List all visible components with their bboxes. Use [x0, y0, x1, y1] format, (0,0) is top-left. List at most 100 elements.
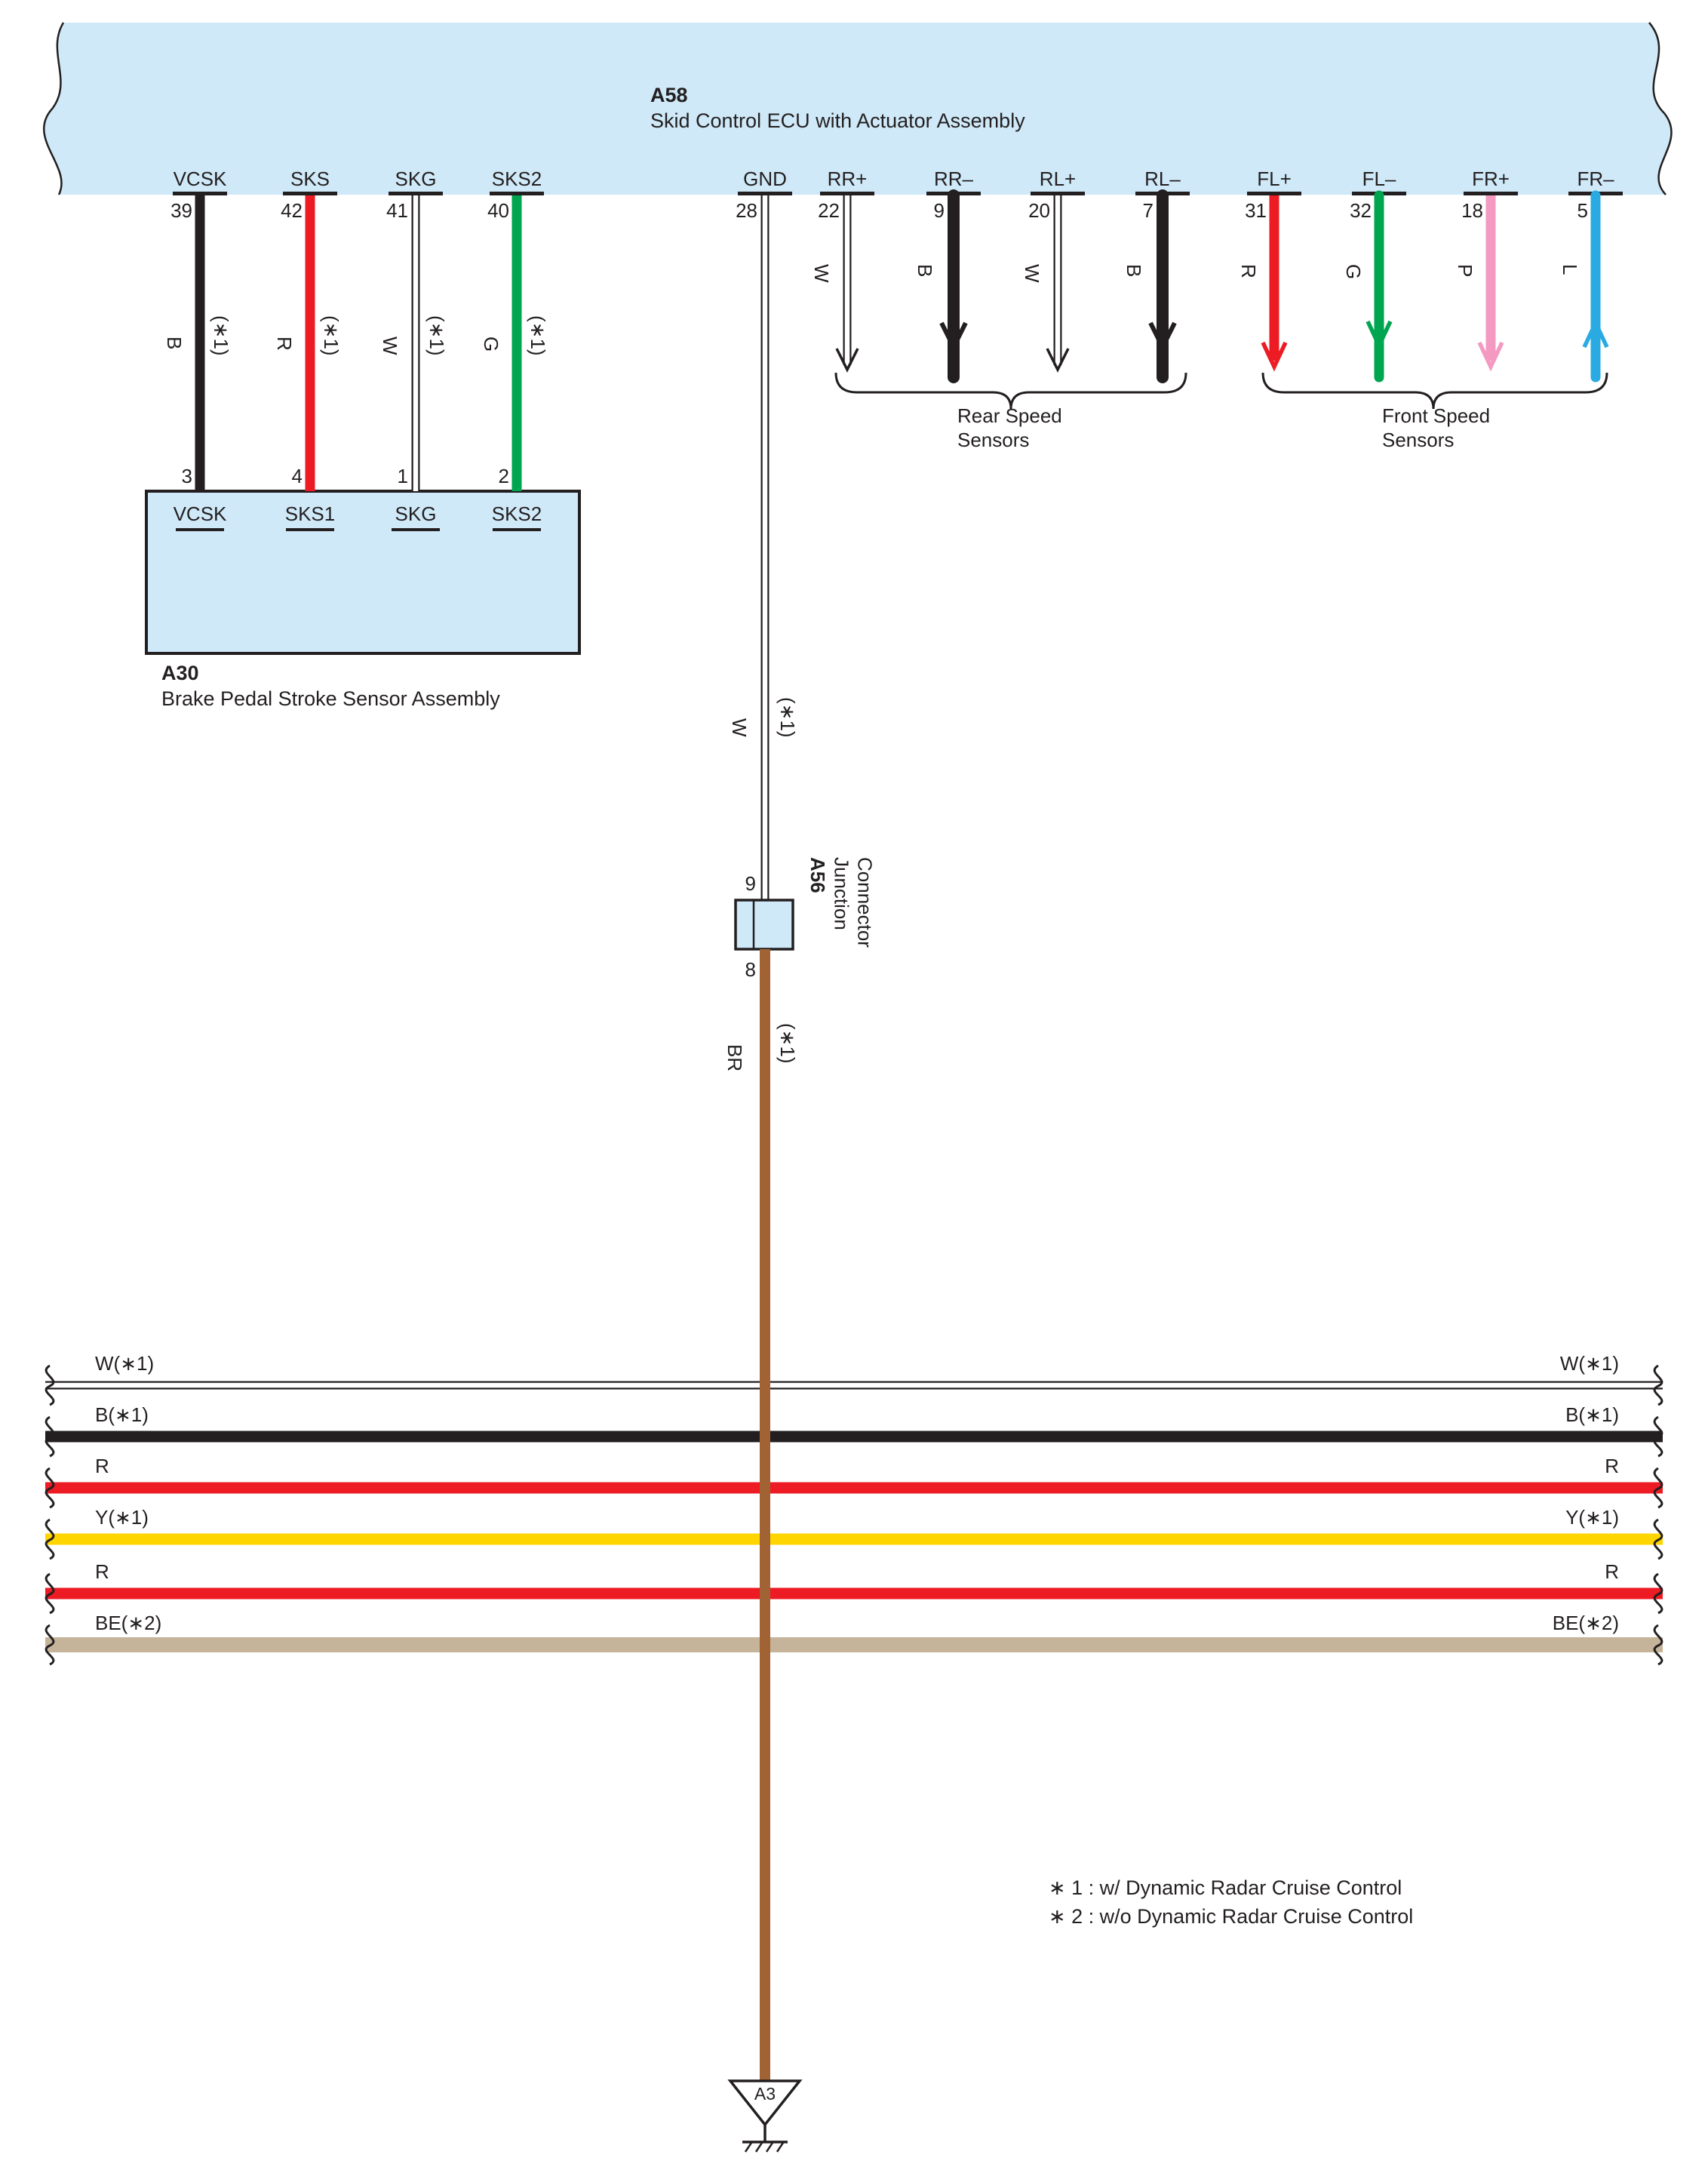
bus-label-left-b: B(∗1)	[95, 1403, 149, 1426]
wire-color-label-fl-plus: R	[1237, 264, 1261, 278]
a30-pin-number-vcsk: 3	[181, 465, 192, 487]
ecu-terminal-sks2	[490, 192, 544, 195]
wire-note-br: (∗1)	[776, 1023, 800, 1064]
ecu-pin-label-skg: SKG	[395, 167, 437, 190]
ecu-pin-number-fr-plus: 18	[1461, 199, 1483, 222]
wire-color-label-br: BR	[723, 1044, 747, 1072]
ecu-pin-label-rr-plus: RR+	[827, 167, 868, 190]
junction-connector-name-line2: Connector	[853, 857, 877, 948]
front-speed-sensors-label-line2: Sensors	[1382, 429, 1455, 451]
a30-pin-number-skg: 1	[397, 465, 408, 487]
arrow-fl-plus	[1261, 341, 1288, 372]
ecu-terminal-skg	[389, 192, 443, 195]
bus-label-left-be: BE(∗2)	[95, 1612, 162, 1634]
junction-connector-label: A56 Junction Connector	[806, 857, 877, 948]
ecu-pin-label-fr-minus: FR–	[1577, 167, 1614, 190]
ground-id: A3	[754, 2084, 776, 2104]
a30-block	[145, 490, 581, 655]
bus-label-right-b: B(∗1)	[1565, 1403, 1619, 1426]
wire-color-label-fr-minus: L	[1559, 264, 1582, 275]
ecu-pin-label-sks2: SKS2	[491, 167, 542, 190]
wire-color-label-sks: R	[273, 337, 296, 351]
bus-label-right-be: BE(∗2)	[1552, 1612, 1619, 1634]
bus-label-left-y: Y(∗1)	[95, 1506, 149, 1529]
footnote-2: ∗ 2 : w/o Dynamic Radar Cruise Control	[1049, 1905, 1414, 1928]
ecu-id: A58	[650, 84, 688, 106]
arrow-rr-minus	[939, 321, 968, 352]
wire-color-label-fr-plus: P	[1454, 264, 1477, 278]
wire-color-label-gnd-upper: W	[728, 718, 751, 737]
ecu-pin-label-rl-plus: RL+	[1039, 167, 1077, 190]
a30-terminal-sks2	[493, 528, 541, 531]
arrow-fl-minus	[1365, 320, 1393, 351]
ecu-pin-number-sks2: 40	[487, 199, 509, 222]
ecu-pin-number-rl-plus: 20	[1028, 199, 1050, 222]
wire-color-label-vcsk: B	[163, 337, 186, 350]
bus-label-left-w: W(∗1)	[95, 1352, 155, 1375]
a30-pin-number-sks1: 4	[291, 465, 303, 487]
wire-color-label-sks2: G	[480, 337, 503, 352]
a30-pin-label-sks2: SKS2	[491, 502, 542, 525]
ecu-pin-label-vcsk: VCSK	[173, 167, 227, 190]
wire-note-gnd-upper: (∗1)	[776, 697, 800, 738]
a30-id: A30	[161, 662, 199, 684]
ecu-pin-number-skg: 41	[386, 199, 408, 222]
ecu-pin-number-rl-minus: 7	[1142, 199, 1154, 222]
a30-pin-number-sks2: 2	[498, 465, 509, 487]
wire-color-label-rl-plus: W	[1021, 264, 1044, 283]
a30-terminal-skg	[392, 528, 440, 531]
ecu-pin-label-rr-minus: RR–	[933, 167, 974, 190]
wire-note-vcsk: (∗1)	[210, 315, 233, 356]
ecu-pin-number-fl-minus: 32	[1350, 199, 1372, 222]
wire-note-sks: (∗1)	[320, 315, 343, 356]
ground-hatch-4	[776, 2142, 785, 2153]
ecu-pin-number-fr-minus: 5	[1577, 199, 1588, 222]
ecu-terminal-gnd	[738, 192, 792, 195]
ground-hatch-3	[765, 2142, 774, 2153]
rear-speed-sensors-label-line1: Rear Speed	[957, 404, 1062, 427]
wire-color-label-rr-plus: W	[810, 264, 834, 283]
wire-color-label-rr-minus: B	[914, 264, 937, 278]
ecu-pin-number-gnd: 28	[736, 199, 757, 222]
footnote-1: ∗ 1 : w/ Dynamic Radar Cruise Control	[1049, 1876, 1402, 1899]
wire-color-label-fl-minus: G	[1342, 264, 1365, 280]
ecu-terminal-vcsk	[173, 192, 227, 195]
wire-color-label-skg: W	[379, 337, 402, 355]
arrow-fr-plus	[1477, 341, 1504, 372]
ecu-pin-number-vcsk: 39	[170, 199, 192, 222]
junction-box	[734, 899, 794, 951]
ecu-pin-label-sks: SKS	[290, 167, 330, 190]
bus-label-right-w: W(∗1)	[1559, 1352, 1619, 1375]
ecu-terminal-fl-plus	[1247, 192, 1301, 195]
brace-rear-sensors	[834, 372, 1187, 410]
ground-hatch-1	[744, 2142, 753, 2153]
front-speed-sensors-label-line1: Front Speed	[1382, 404, 1491, 427]
arrow-rl-plus	[1046, 348, 1070, 373]
ecu-pin-label-rl-minus: RL–	[1144, 167, 1181, 190]
ecu-terminal-fr-plus	[1464, 192, 1518, 195]
ecu-pin-number-fl-plus: 31	[1245, 199, 1267, 222]
ecu-terminal-sks	[283, 192, 337, 195]
ecu-terminal-rr-plus	[820, 192, 874, 195]
ecu-torn-edge-right	[1648, 22, 1673, 195]
a30-terminal-vcsk	[176, 528, 224, 531]
ecu-pin-label-fr-plus: FR+	[1472, 167, 1510, 190]
ecu-pin-number-sks: 42	[281, 199, 303, 222]
bus-label-right-y: Y(∗1)	[1565, 1506, 1619, 1529]
bus-label-right-r2: R	[1605, 1560, 1619, 1583]
ecu-torn-edge-left	[43, 22, 65, 195]
ecu-pin-number-rr-minus: 9	[933, 199, 945, 222]
a30-pin-label-skg: SKG	[395, 502, 437, 525]
ecu-pin-number-rr-plus: 22	[818, 199, 840, 222]
arrow-rr-plus	[835, 348, 859, 373]
arrow-fr-minus	[1582, 318, 1609, 349]
ecu-pin-label-gnd: GND	[743, 167, 787, 190]
wire-note-sks2: (∗1)	[527, 315, 550, 356]
junction-pin-bottom: 8	[745, 958, 756, 981]
ecu-terminal-rl-plus	[1031, 192, 1085, 195]
bus-label-left-r2: R	[95, 1560, 109, 1583]
junction-pin-top: 9	[745, 872, 756, 895]
wire-note-skg: (∗1)	[425, 315, 449, 356]
ground-triangle	[727, 2079, 803, 2127]
